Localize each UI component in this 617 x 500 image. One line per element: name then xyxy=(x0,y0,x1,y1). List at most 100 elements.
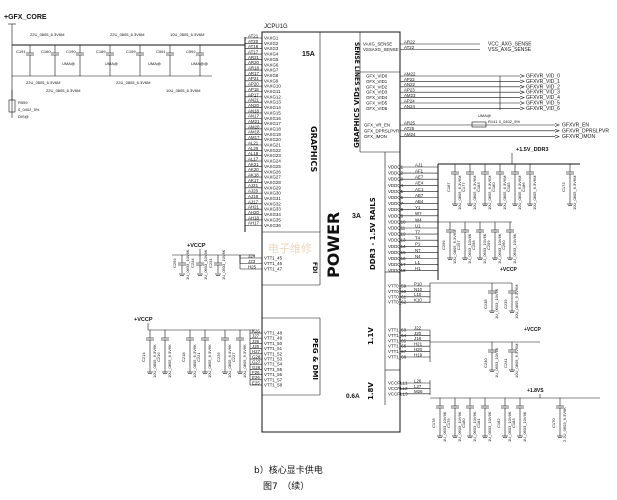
ddr-capacitor-value: 10U_0805_6.3V6M xyxy=(457,176,462,210)
peg-pin-name: VTT1_50 xyxy=(264,341,283,346)
peg-capacitor-ref: C214 xyxy=(141,352,146,362)
peg-pin-ball: H27 xyxy=(252,349,261,354)
graphics-pin-name: VAXG34 xyxy=(264,212,281,217)
ddr-capacitor-mid-value: 1U_0603_10V6K xyxy=(512,233,517,264)
ddr-capacitor-mid-ref: C257 xyxy=(456,240,461,250)
gfx-capacitor xyxy=(26,45,34,63)
ddr-pin-name: VDDQ3 xyxy=(388,177,404,182)
v18-capacitor-value: 1U_0603_10V6K xyxy=(507,411,512,442)
graphics-pin-name: VAXG14 xyxy=(264,105,281,110)
ddr-pin-ball: H1 xyxy=(415,266,421,271)
ddr-pin-ball: T4 xyxy=(415,236,421,241)
v18-capacitor-value: 1U_0603_10V6K xyxy=(472,411,477,442)
v18-capacitor-ref: C179 xyxy=(446,418,451,428)
current-15a-label: 15A xyxy=(302,51,315,58)
fdi-capacitor xyxy=(196,255,204,273)
ddr-pin-name: VDDQ14 xyxy=(388,244,406,249)
graphics-pin-ball: AP17 xyxy=(248,92,259,97)
graphics-pin-ball: AL18 xyxy=(248,151,259,156)
v11b-pin-ball: J20 xyxy=(414,331,422,336)
peg-capacitor xyxy=(161,330,169,348)
graphics-pin-ball: AN18 xyxy=(248,108,260,113)
graphics-pin-ball: AN17 xyxy=(248,114,260,119)
gfx-capacitor xyxy=(106,45,114,63)
peg-pin-name: VTT1_55 xyxy=(264,367,283,372)
figure-caption: 图7 （续） xyxy=(263,482,310,492)
v11b-pin-name: VTT1_64 xyxy=(388,333,407,338)
net-label-vccp-peg: +VCCP xyxy=(134,317,153,323)
vid-pin-name: GFX_VID6 xyxy=(366,106,388,111)
peg-pin-name: VTT1_49 xyxy=(264,336,283,341)
ddr-capacitor-ref: C185 xyxy=(506,182,511,192)
graphics-pin-name: VAXG21 xyxy=(264,143,281,148)
graphics-pin-name: VAXG17 xyxy=(264,121,281,126)
vid-net-label: GFXVR_VID_3 xyxy=(526,90,560,96)
v11b-pin-name: VTT1_66 xyxy=(388,344,407,349)
gfx-capacitor-value-bottom: 10U_0805_6.3V6M xyxy=(166,88,200,93)
control-pin-ball: AR25 xyxy=(404,120,416,125)
vid-pin-ball: AN24 xyxy=(404,104,416,109)
ddr-pin-ball: U1 xyxy=(415,223,421,228)
v11b-pin-ball: J22 xyxy=(414,325,422,330)
ddr-capacitor-mid-value: 1U_0603_10V6K xyxy=(467,233,472,264)
ddr-capacitor-ref: C186 xyxy=(521,182,526,192)
ddr-capacitor-mid xyxy=(476,222,484,240)
net-label-vccp-11b: +VCCP xyxy=(524,327,541,333)
graphics-pin-name: VAXG8 xyxy=(264,73,279,78)
gfx-capacitor-ref: C191 xyxy=(16,49,26,54)
ddr-pin-ball: N4 xyxy=(415,254,421,259)
v11-capacitor-value: 1U_0603_10V6K xyxy=(494,288,499,319)
uma-label: UMA@ xyxy=(105,61,118,66)
control-net-label: GFXVR_IMON xyxy=(562,134,595,140)
ddr-capacitor-value: 10U_0805_6.3V6M xyxy=(502,176,507,210)
graphics-pin-ball: AK17 xyxy=(248,178,259,183)
graphics-pin-ball: AL21 xyxy=(248,140,259,145)
vid-pin-name: GFX_VID0 xyxy=(366,74,388,79)
graphics-pin-ball: AR18 xyxy=(248,66,260,71)
control-net-label: GFXVR_DPRSLPVR xyxy=(562,128,609,134)
vid-pin-name: GFX_VID4 xyxy=(366,95,388,100)
gfx-capacitor xyxy=(196,45,204,63)
v18-pin-name: VCCPLL3 xyxy=(388,391,408,396)
v11-capacitor-ref: C241 xyxy=(503,358,508,368)
fdi-pin-ball: J24 xyxy=(248,253,256,258)
ddr-pin-name: VDDQ18 xyxy=(388,268,406,273)
peg-section-label: PEG & DMI xyxy=(311,338,319,380)
graphics-pin-ball: AL17 xyxy=(248,156,259,161)
v18-capacitor-ref: C181 xyxy=(476,418,481,428)
v11-capacitor-value: 10U_0805_6.3V6M xyxy=(514,344,519,378)
peg-capacitor-ref: C218 xyxy=(181,352,186,362)
graphics-pin-name: VAXG33 xyxy=(264,207,281,212)
peg-capacitor xyxy=(221,330,229,348)
graphics-pin-ball: AT21 xyxy=(248,33,259,38)
peg-pin-ball: J27 xyxy=(252,334,260,339)
chip-ref: JCPU1G xyxy=(264,24,288,30)
fdi-capacitor-value: 1U_0603_10V6K xyxy=(221,249,226,280)
peg-capacitor-value: 10U_0805_6.3V6K xyxy=(167,344,172,378)
graphics-pin-name: VAXG2 xyxy=(264,41,279,46)
ddr-pin-name: VDDQ17 xyxy=(388,262,406,267)
ddr-capacitor-value: 10U_0805_6.3V6M xyxy=(572,176,577,210)
ddr-pin-ball: L1 xyxy=(415,260,420,265)
v11-section-label: 1.1V xyxy=(367,327,375,345)
fdi-pin-name: VTT1_46 xyxy=(264,261,283,266)
v18-capacitor-ref: C170 xyxy=(551,418,556,428)
v18-capacitor-value: 1U_0603_10V6K xyxy=(442,411,447,442)
peg-capacitor-ref: C216 xyxy=(156,352,161,362)
ddr-capacitor-top xyxy=(566,164,574,182)
graphics-pin-name: VAXG28 xyxy=(264,180,281,185)
v11b-pin-name: VTT1_68 xyxy=(388,355,407,360)
ddr-pin-ball: P1 xyxy=(415,242,421,247)
vid-pin-ball: AP22 xyxy=(404,77,415,82)
r559-ref: R559 xyxy=(18,100,28,105)
graphics-pin-name: VAXG29 xyxy=(264,185,281,190)
current-3a-label: 3A xyxy=(352,213,361,220)
vid-pin-ball: AP24 xyxy=(404,98,415,103)
ddr-pin-ball: N7 xyxy=(415,248,421,253)
